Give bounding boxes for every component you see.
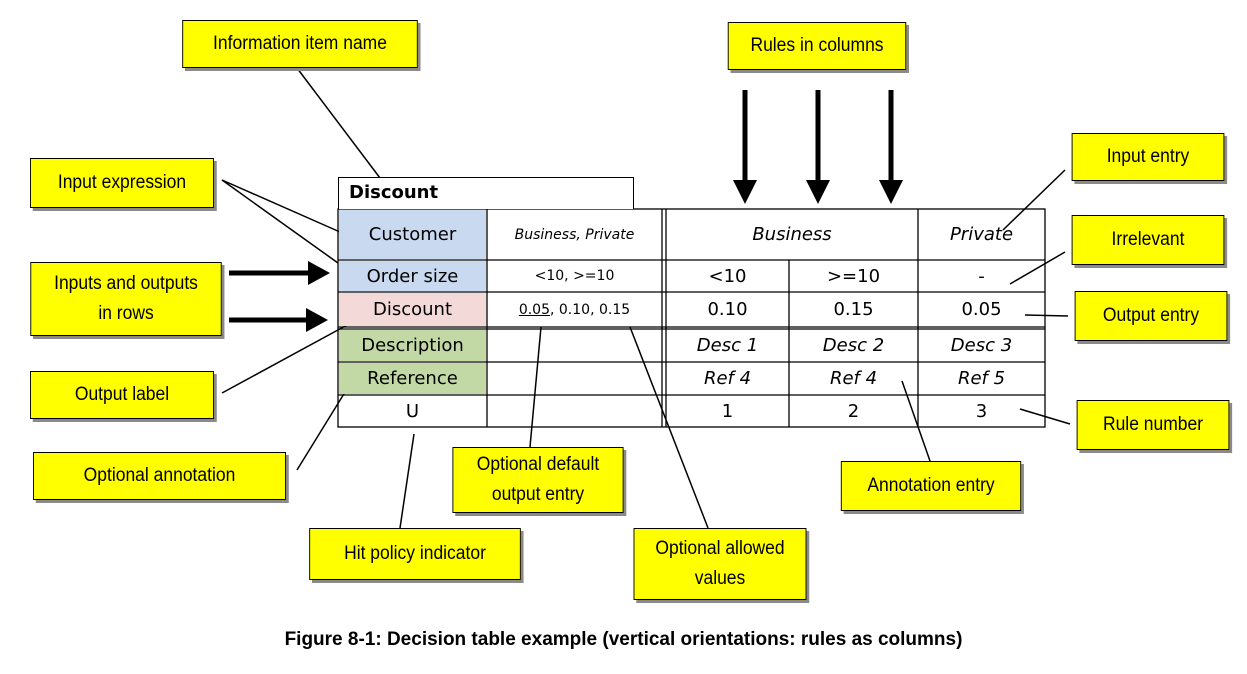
rule2-order-size: >=10 (826, 265, 881, 287)
rule-number-2: 2 (847, 400, 860, 422)
callout-annotation-entry: Annotation entry (840, 461, 1022, 511)
callout-output-label: Output label (30, 371, 214, 419)
table-title: Discount (338, 177, 634, 209)
rule1-description: Desc 1 (696, 335, 759, 356)
input-label-customer: Customer (339, 210, 486, 259)
callout-irrelevant: Irrelevant (1071, 215, 1225, 265)
rule1-order-size: <10 (708, 265, 747, 287)
rule3-reference: Ref 5 (957, 368, 1006, 389)
callout-optional-annotation: Optional annotation (33, 452, 286, 500)
rule-number-1: 1 (721, 400, 734, 422)
callout-optional-default-output-entry: Optional default output entry (452, 447, 624, 513)
rule3-order-size: - (978, 265, 985, 287)
input-label-order-size: Order size (339, 261, 486, 291)
rule2-discount: 0.15 (833, 299, 874, 320)
callout-input-entry: Input entry (1071, 133, 1225, 181)
callout-inputs-outputs-in-rows: Inputs and outputs in rows (30, 262, 222, 336)
rule1-reference: Ref 4 (703, 368, 752, 389)
allowed-values-discount: 0.05, 0.10, 0.15 (488, 293, 661, 326)
callout-optional-allowed-line1: Optional allowed (655, 538, 785, 559)
figure-caption: Figure 8-1: Decision table example (vert… (284, 629, 963, 650)
allowed-values-order-size: <10, >=10 (534, 268, 615, 284)
rule2-reference: Ref 4 (829, 368, 878, 389)
rule2-description: Desc 2 (822, 335, 885, 356)
rule1-discount: 0.10 (707, 299, 748, 320)
annotation-label-reference: Reference (339, 363, 486, 394)
callout-optional-allowed-line2: values (694, 568, 746, 589)
annotation-label-description: Description (339, 330, 486, 361)
callout-inputs-outputs-line1: Inputs and outputs (54, 273, 198, 294)
callout-input-expression: Input expression (30, 158, 214, 208)
allowed-values-customer: Business, Private (514, 226, 635, 243)
output-label-discount: Discount (339, 293, 486, 326)
callout-rules-in-columns: Rules in columns (727, 22, 907, 70)
rule-entry-business: Business (752, 224, 832, 245)
rule3-description: Desc 3 (950, 335, 1013, 356)
default-output-value: 0.05 (518, 301, 550, 318)
hit-policy-indicator: U (405, 400, 420, 422)
callout-optional-allowed-values: Optional allowed values (633, 528, 807, 600)
rule-entry-private: Private (949, 224, 1014, 245)
callout-rule-number: Rule number (1076, 400, 1230, 450)
callout-information-item-name: Information item name (182, 20, 418, 68)
rule3-discount: 0.05 (961, 299, 1002, 320)
callout-hit-policy-indicator: Hit policy indicator (309, 528, 521, 580)
rule-number-3: 3 (975, 400, 988, 422)
callout-output-entry: Output entry (1074, 291, 1228, 341)
callout-optional-default-line2: output entry (491, 484, 585, 505)
callout-optional-default-line1: Optional default (476, 454, 600, 475)
other-output-values: , 0.10, 0.15 (550, 301, 631, 318)
callout-inputs-outputs-line2: in rows (98, 303, 154, 324)
